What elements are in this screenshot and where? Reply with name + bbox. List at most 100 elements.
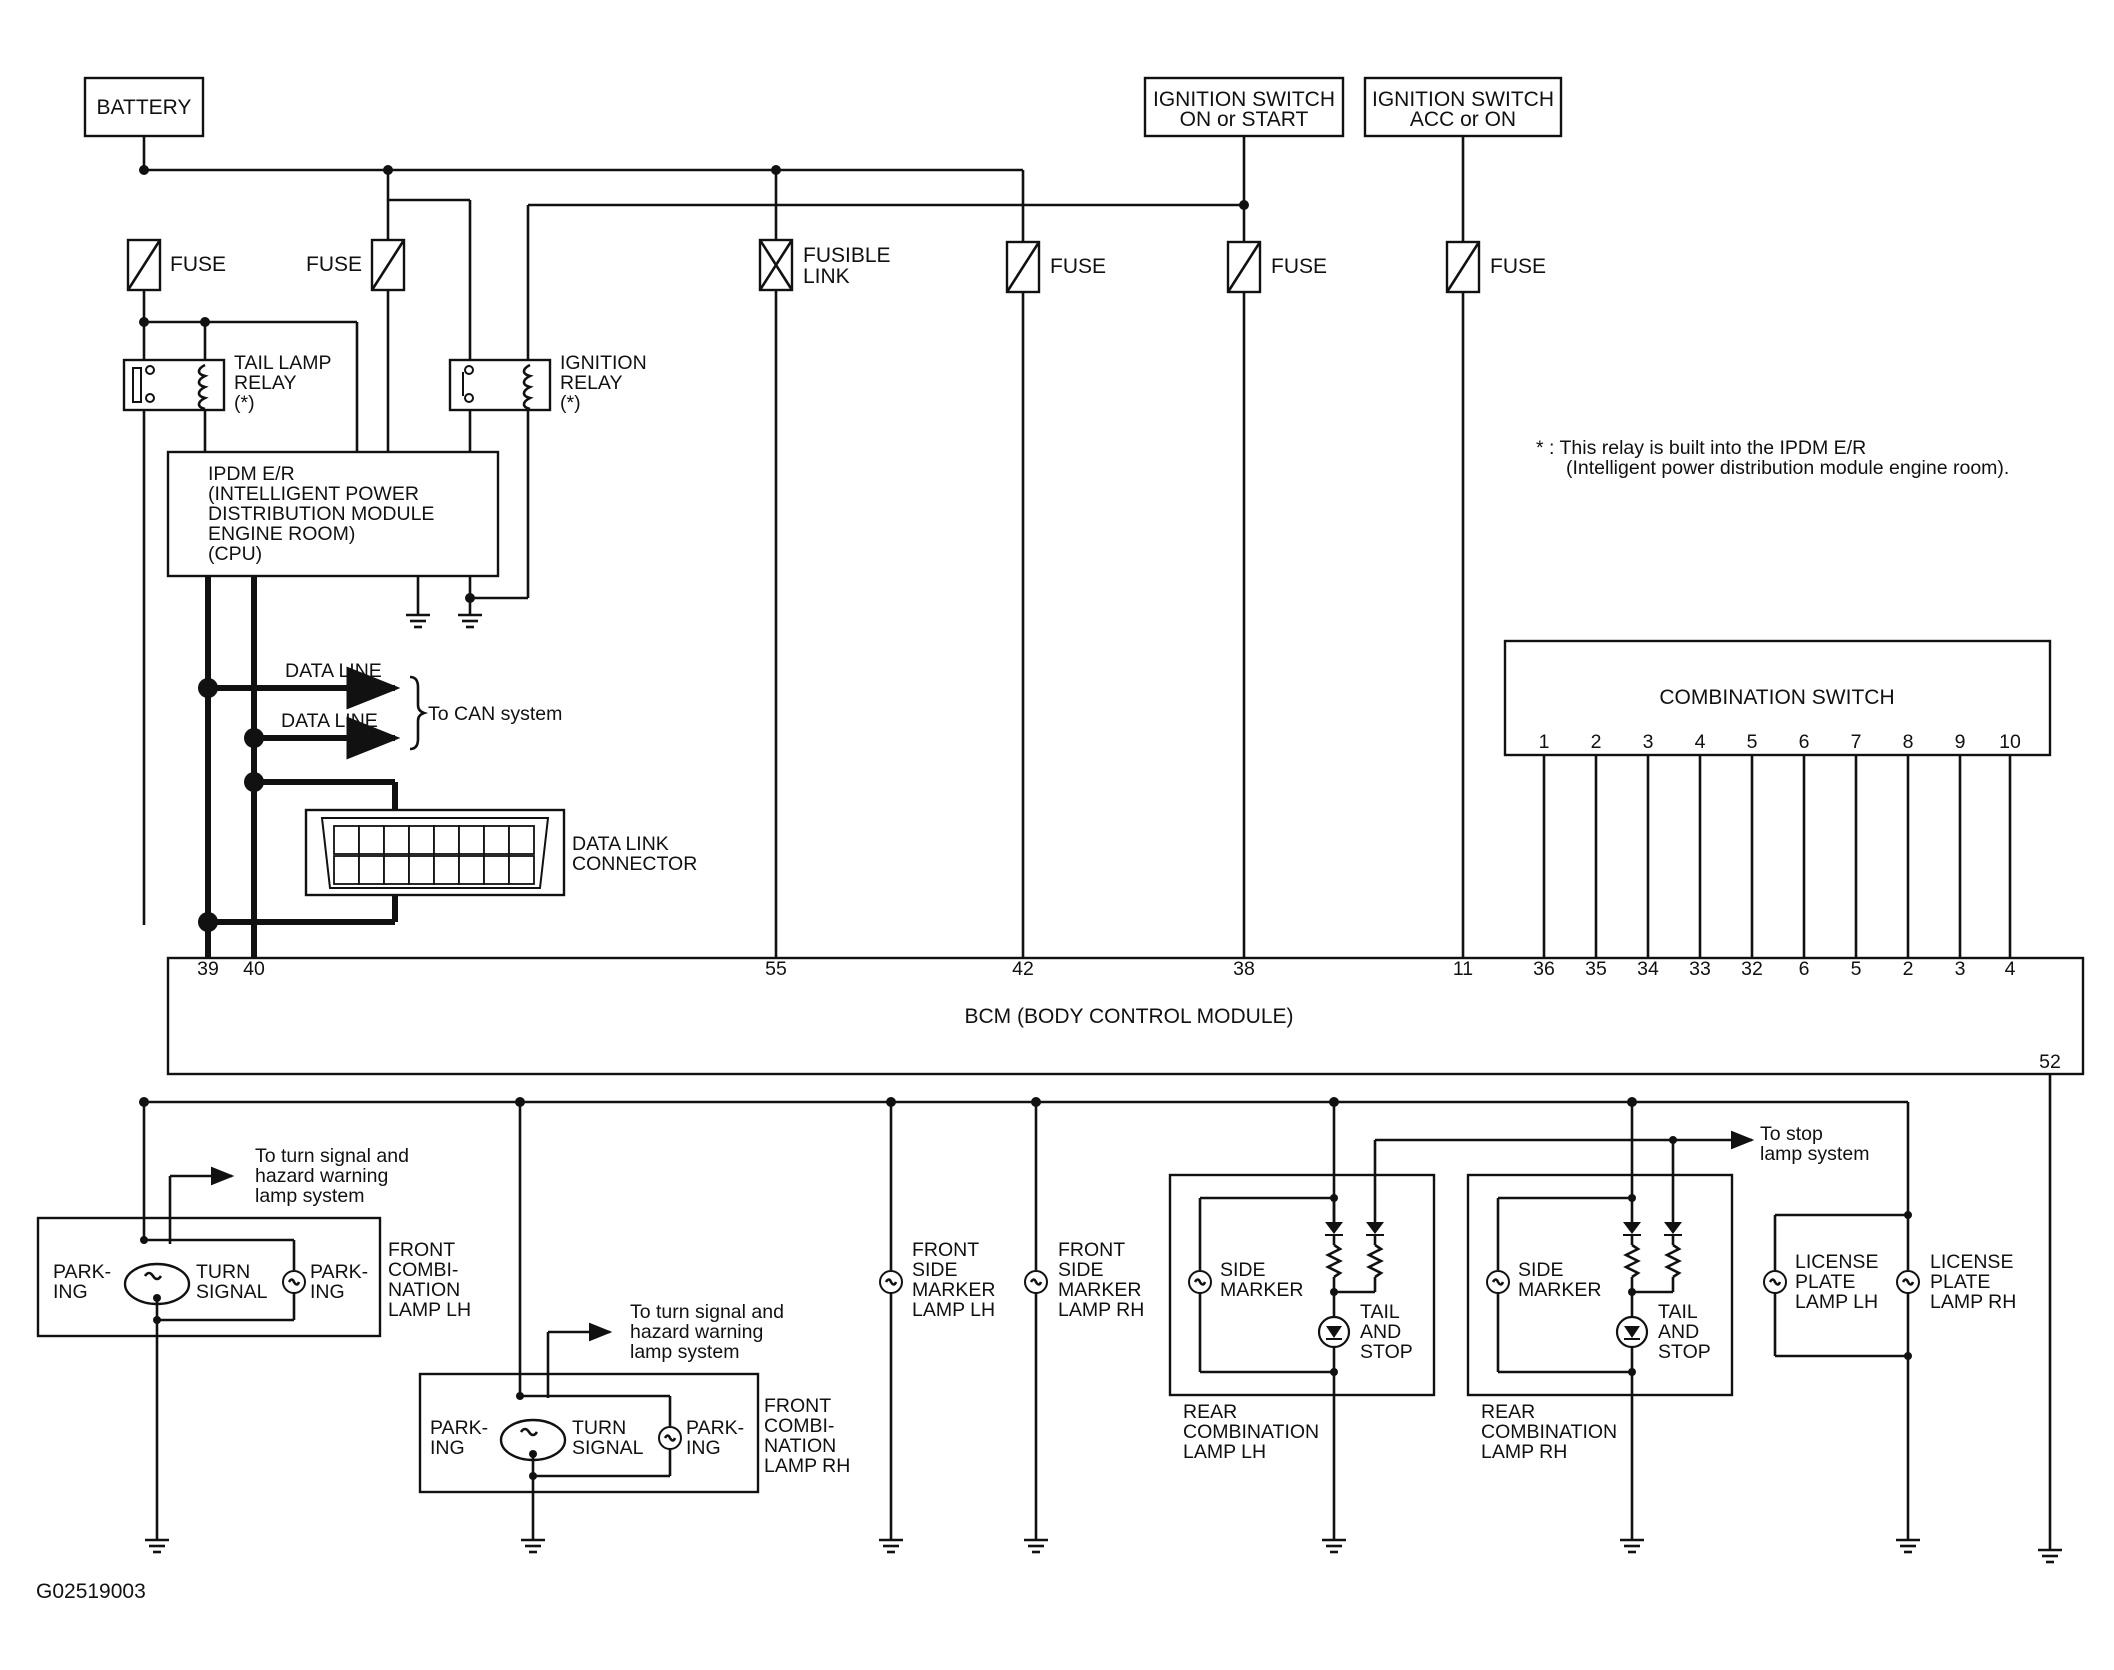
rcl-lh-3: LAMP LH — [1183, 1441, 1266, 1463]
license-lh-3: LAMP LH — [1795, 1291, 1878, 1313]
dlc-pin — [483, 825, 510, 855]
license-lh-1: LICENSE — [1795, 1251, 1878, 1273]
comb-switch-pin-2: 2 — [1591, 731, 1602, 753]
fsm-rh-2: SIDE — [1058, 1259, 1104, 1281]
to-stop-2: lamp system — [1760, 1143, 1869, 1165]
parking-label-lh-1: PARK- — [53, 1261, 111, 1283]
dlc-line2: CONNECTOR — [572, 853, 697, 875]
fuse-ign-acc-on: FUSE — [1445, 240, 1546, 294]
ipdm-line4: ENGINE ROOM) — [208, 523, 355, 545]
note-line2: (Intelligent power distribution module e… — [1566, 457, 2009, 479]
dlc-pin — [383, 825, 410, 855]
fuse-label: FUSE — [1050, 255, 1106, 278]
dlc-pin — [483, 855, 510, 885]
dlc-pin — [508, 855, 535, 885]
rcl-rh-tail-2: AND — [1658, 1321, 1699, 1343]
parking-label-rh-2: PARK- — [686, 1417, 744, 1439]
ign-acc-on-line1: IGNITION SWITCH — [1372, 88, 1554, 111]
dlc-pin — [333, 855, 360, 885]
comb-switch-pin-10: 10 — [1999, 731, 2021, 753]
dlc-pin — [358, 825, 385, 855]
dlc-pin — [458, 825, 485, 855]
comb-switch-pin-7: 7 — [1851, 731, 1862, 753]
turn-signal-label-lh-b: SIGNAL — [196, 1281, 268, 1303]
front-combi-lh-1: FRONT — [388, 1239, 455, 1261]
front-combination-lamp-lh: PARK- ING TURN SIGNAL PARK- ING To turn … — [36, 1102, 471, 1554]
rcl-lh-tail-1: TAIL — [1360, 1301, 1400, 1323]
fsm-rh-4: LAMP RH — [1058, 1299, 1144, 1321]
rcl-lh-tail-3: STOP — [1360, 1341, 1413, 1363]
figure-id: G02519003 — [36, 1580, 146, 1603]
fuse-label: FUSE — [1490, 255, 1546, 278]
fsm-lh-3: MARKER — [912, 1279, 995, 1301]
dlc-pin — [358, 855, 385, 885]
bcm-pin-35: 35 — [1585, 958, 1607, 980]
dlc-pin — [458, 855, 485, 885]
lamp-bus — [139, 1074, 2062, 1564]
to-turn-rh-2: hazard warning — [630, 1321, 763, 1343]
turn-signal-label-rh: TURN — [572, 1417, 626, 1439]
fusible-link: FUSIBLE LINK — [758, 238, 891, 292]
fsm-lh-2: SIDE — [912, 1259, 958, 1281]
rcl-lh-side-1: SIDE — [1220, 1259, 1266, 1281]
fuse-battery: FUSE — [126, 238, 226, 292]
fsm-rh-3: MARKER — [1058, 1279, 1141, 1301]
bcm-pin-6: 6 — [1799, 958, 1810, 980]
to-turn-rh-3: lamp system — [630, 1341, 739, 1363]
to-turn-lh-3: lamp system — [255, 1185, 364, 1207]
fuse-tail-relay: FUSE — [306, 238, 406, 292]
ign-on-start-line1: IGNITION SWITCH — [1153, 88, 1335, 111]
bcm-pin-34: 34 — [1637, 958, 1659, 980]
ipdm-line5: (CPU) — [208, 543, 262, 565]
front-side-marker-lamp-lh: FRONT SIDE MARKER LAMP LH — [879, 1102, 995, 1554]
rear-combination-lamp-lh: SIDE MARKER TAIL AND STOP REAR COMBINATI… — [1168, 1102, 1436, 1554]
tail-relay-line1: TAIL LAMP — [234, 352, 332, 374]
ipdm-box: IPDM E/R (INTELLIGENT POWER DISTRIBUTION… — [166, 450, 500, 578]
dlc-pin — [508, 825, 535, 855]
rcl-rh-3: LAMP RH — [1481, 1441, 1567, 1463]
turn-signal-label-rh-b: SIGNAL — [572, 1437, 644, 1459]
battery-label: BATTERY — [97, 96, 192, 119]
comb-switch-pin-9: 9 — [1955, 731, 1966, 753]
parking-label-lh-2: PARK- — [310, 1261, 368, 1283]
front-side-marker-lamp-rh: FRONT SIDE MARKER LAMP RH — [1024, 1102, 1144, 1554]
fusible-link-line1: FUSIBLE — [803, 244, 891, 267]
fuse-ign-on-start: FUSE — [1226, 240, 1327, 294]
bcm-pin-4: 4 — [2005, 958, 2016, 980]
dlc-pin — [408, 855, 435, 885]
relay-note: * : This relay is built into the IPDM E/… — [1536, 437, 2009, 479]
fuse-42: FUSE — [1005, 240, 1106, 294]
fusible-link-line2: LINK — [803, 265, 850, 288]
ign-acc-on-line2: ACC or ON — [1410, 108, 1516, 131]
front-combi-lh-2: COMBI- — [388, 1259, 458, 1281]
parking-label-lh-2b: ING — [310, 1281, 345, 1303]
rcl-lh-1: REAR — [1183, 1401, 1237, 1423]
rcl-lh-tail-2: AND — [1360, 1321, 1401, 1343]
front-combi-rh-1: FRONT — [764, 1395, 831, 1417]
to-stop-1: To stop — [1760, 1123, 1823, 1145]
bcm-pin-39: 39 — [197, 958, 219, 980]
battery-block: BATTERY — [83, 76, 205, 138]
rcl-rh-tail-1: TAIL — [1658, 1301, 1698, 1323]
parking-label-lh-1b: ING — [53, 1281, 88, 1303]
data-line-label-1: DATA LINE — [285, 660, 382, 682]
rcl-lh-side-2: MARKER — [1220, 1279, 1303, 1301]
dlc-pin — [433, 825, 460, 855]
license-plate-lamps: LICENSE PLATE LAMP LH LICENSE PLATE LAMP… — [1763, 1211, 2016, 1554]
front-combi-lh-4: LAMP LH — [388, 1299, 471, 1321]
tail-relay-line3: (*) — [234, 392, 255, 414]
to-turn-lh-1: To turn signal and — [255, 1145, 409, 1167]
bcm-pin-11: 11 — [1453, 958, 1473, 980]
ign-relay-line2: RELAY — [560, 372, 623, 394]
note-line1: * : This relay is built into the IPDM E/… — [1536, 437, 1866, 459]
fuse-label: FUSE — [306, 253, 362, 276]
ignition-switch-acc-on: IGNITION SWITCH ACC or ON — [1363, 76, 1563, 138]
data-link-connector: DATA LINK CONNECTOR — [304, 808, 697, 897]
rcl-rh-tail-3: STOP — [1658, 1341, 1711, 1363]
rcl-rh-2: COMBINATION — [1481, 1421, 1617, 1443]
data-line-label-2: DATA LINE — [281, 710, 378, 732]
bcm-pin-32: 32 — [1741, 958, 1763, 980]
comb-switch-pin-1: 1 — [1539, 731, 1550, 753]
